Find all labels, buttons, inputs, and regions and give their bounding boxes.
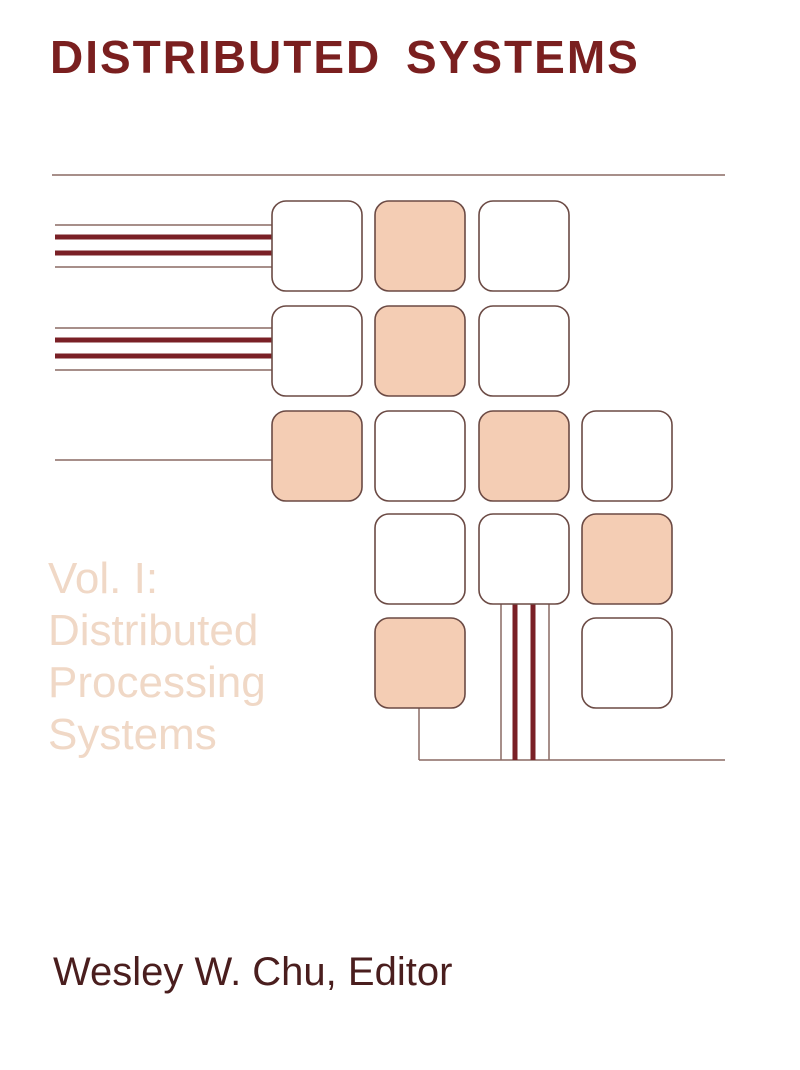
grid-box-r4-c4-filled bbox=[581, 513, 673, 605]
grid-box-r2-c2-filled bbox=[374, 305, 466, 397]
grid-box-r1-c1-empty bbox=[271, 200, 363, 292]
subtitle-line-3: Systems bbox=[48, 710, 217, 759]
subtitle-line-1: Distributed bbox=[48, 606, 259, 655]
grid-box-r1-c3-empty bbox=[478, 200, 570, 292]
grid-box-r3-c3-filled bbox=[478, 410, 570, 502]
grid-box-r4-c2-empty bbox=[374, 513, 466, 605]
grid-box-r1-c2-filled bbox=[374, 200, 466, 292]
grid-box-r3-c1-filled bbox=[271, 410, 363, 502]
book-title: DISTRIBUTED SYSTEMS bbox=[50, 31, 640, 83]
grid-box-r2-c3-empty bbox=[478, 305, 570, 397]
subtitle-line-2: Processing bbox=[48, 658, 266, 707]
grid-box-r3-c2-empty bbox=[374, 410, 466, 502]
volume-label: Vol. I: bbox=[48, 554, 159, 603]
grid-box-r4-c3-empty bbox=[478, 513, 570, 605]
grid-box-r5-c2-filled bbox=[374, 617, 466, 709]
editor-credit: Wesley W. Chu, Editor bbox=[53, 950, 453, 994]
volume-subtitle: Vol. I: Distributed Processing Systems bbox=[48, 553, 266, 761]
grid-box-r5-c4-empty bbox=[581, 617, 673, 709]
grid-box-r2-c1-empty bbox=[271, 305, 363, 397]
grid-box-r3-c4-empty bbox=[581, 410, 673, 502]
